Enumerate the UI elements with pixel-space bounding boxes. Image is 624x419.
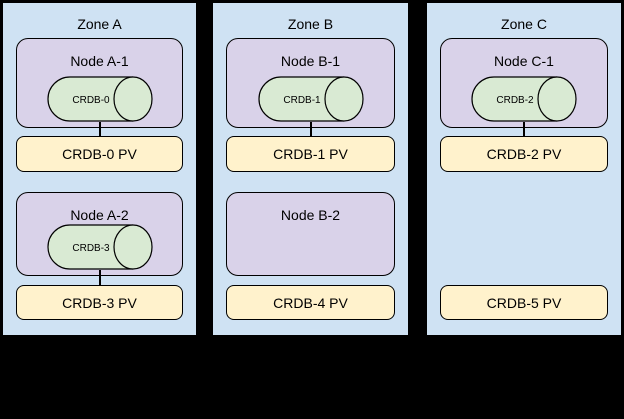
crdb-3-cylinder-icon: CRDB-3: [46, 224, 153, 270]
node-b1: Node B-1 CRDB-1: [226, 38, 395, 128]
pv-crdb-3-label: CRDB-3 PV: [62, 294, 137, 311]
crdb-2-cylinder-icon: CRDB-2: [471, 76, 577, 122]
pv-crdb-0: CRDB-0 PV: [16, 136, 183, 172]
node-c1: Node C-1 CRDB-2: [440, 38, 608, 128]
connector-crdb0-to-pv: [98, 122, 101, 136]
pv-crdb-5: CRDB-5 PV: [440, 285, 608, 320]
zone-a: Zone A Node A-1 CRDB-0 CRDB-0 PV Node A-…: [2, 2, 197, 336]
pv-crdb-5-label: CRDB-5 PV: [486, 294, 562, 311]
crdb-1-pod-label: CRDB-1: [283, 95, 321, 106]
node-b2-label: Node B-2: [280, 207, 341, 223]
pv-crdb-1: CRDB-1 PV: [226, 136, 395, 172]
connector-crdb3-to-pv: [98, 270, 101, 285]
node-b2: Node B-2: [226, 192, 395, 276]
zone-c: Zone C Node C-1 CRDB-2 CRDB-2 PV CRDB-5 …: [426, 2, 622, 336]
pv-crdb-4: CRDB-4 PV: [226, 285, 395, 320]
crdb-2-pod-label: CRDB-2: [496, 95, 534, 106]
node-a1: Node A-1 CRDB-0: [16, 38, 183, 128]
connector-crdb1-to-pv: [309, 122, 312, 136]
pv-crdb-0-label: CRDB-0 PV: [62, 146, 137, 162]
node-a2: Node A-2 CRDB-3: [16, 192, 183, 276]
zone-b: Zone B Node B-1 CRDB-1 CRDB-1 PV Node B-…: [212, 2, 409, 336]
pv-crdb-2-label: CRDB-2 PV: [486, 146, 562, 162]
crdb-3-pod-label: CRDB-3: [72, 243, 110, 254]
pv-crdb-3: CRDB-3 PV: [16, 285, 183, 320]
connector-crdb2-to-pv: [523, 122, 525, 136]
node-a1-label: Node A-1: [70, 53, 129, 69]
pv-crdb-4-label: CRDB-4 PV: [273, 294, 348, 311]
zone-a-label: Zone A: [77, 16, 122, 32]
crdb-0-cylinder-icon: CRDB-0: [46, 76, 153, 122]
zone-c-label: Zone C: [501, 16, 547, 32]
node-a2-label: Node A-2: [70, 207, 129, 223]
zone-b-label: Zone B: [287, 16, 334, 32]
pv-crdb-1-label: CRDB-1 PV: [273, 146, 348, 162]
pv-crdb-2: CRDB-2 PV: [440, 136, 608, 172]
crdb-0-pod-label: CRDB-0: [72, 95, 110, 106]
node-c1-label: Node C-1: [494, 53, 554, 69]
crdb-1-cylinder-icon: CRDB-1: [257, 76, 364, 122]
node-b1-label: Node B-1: [280, 53, 341, 69]
